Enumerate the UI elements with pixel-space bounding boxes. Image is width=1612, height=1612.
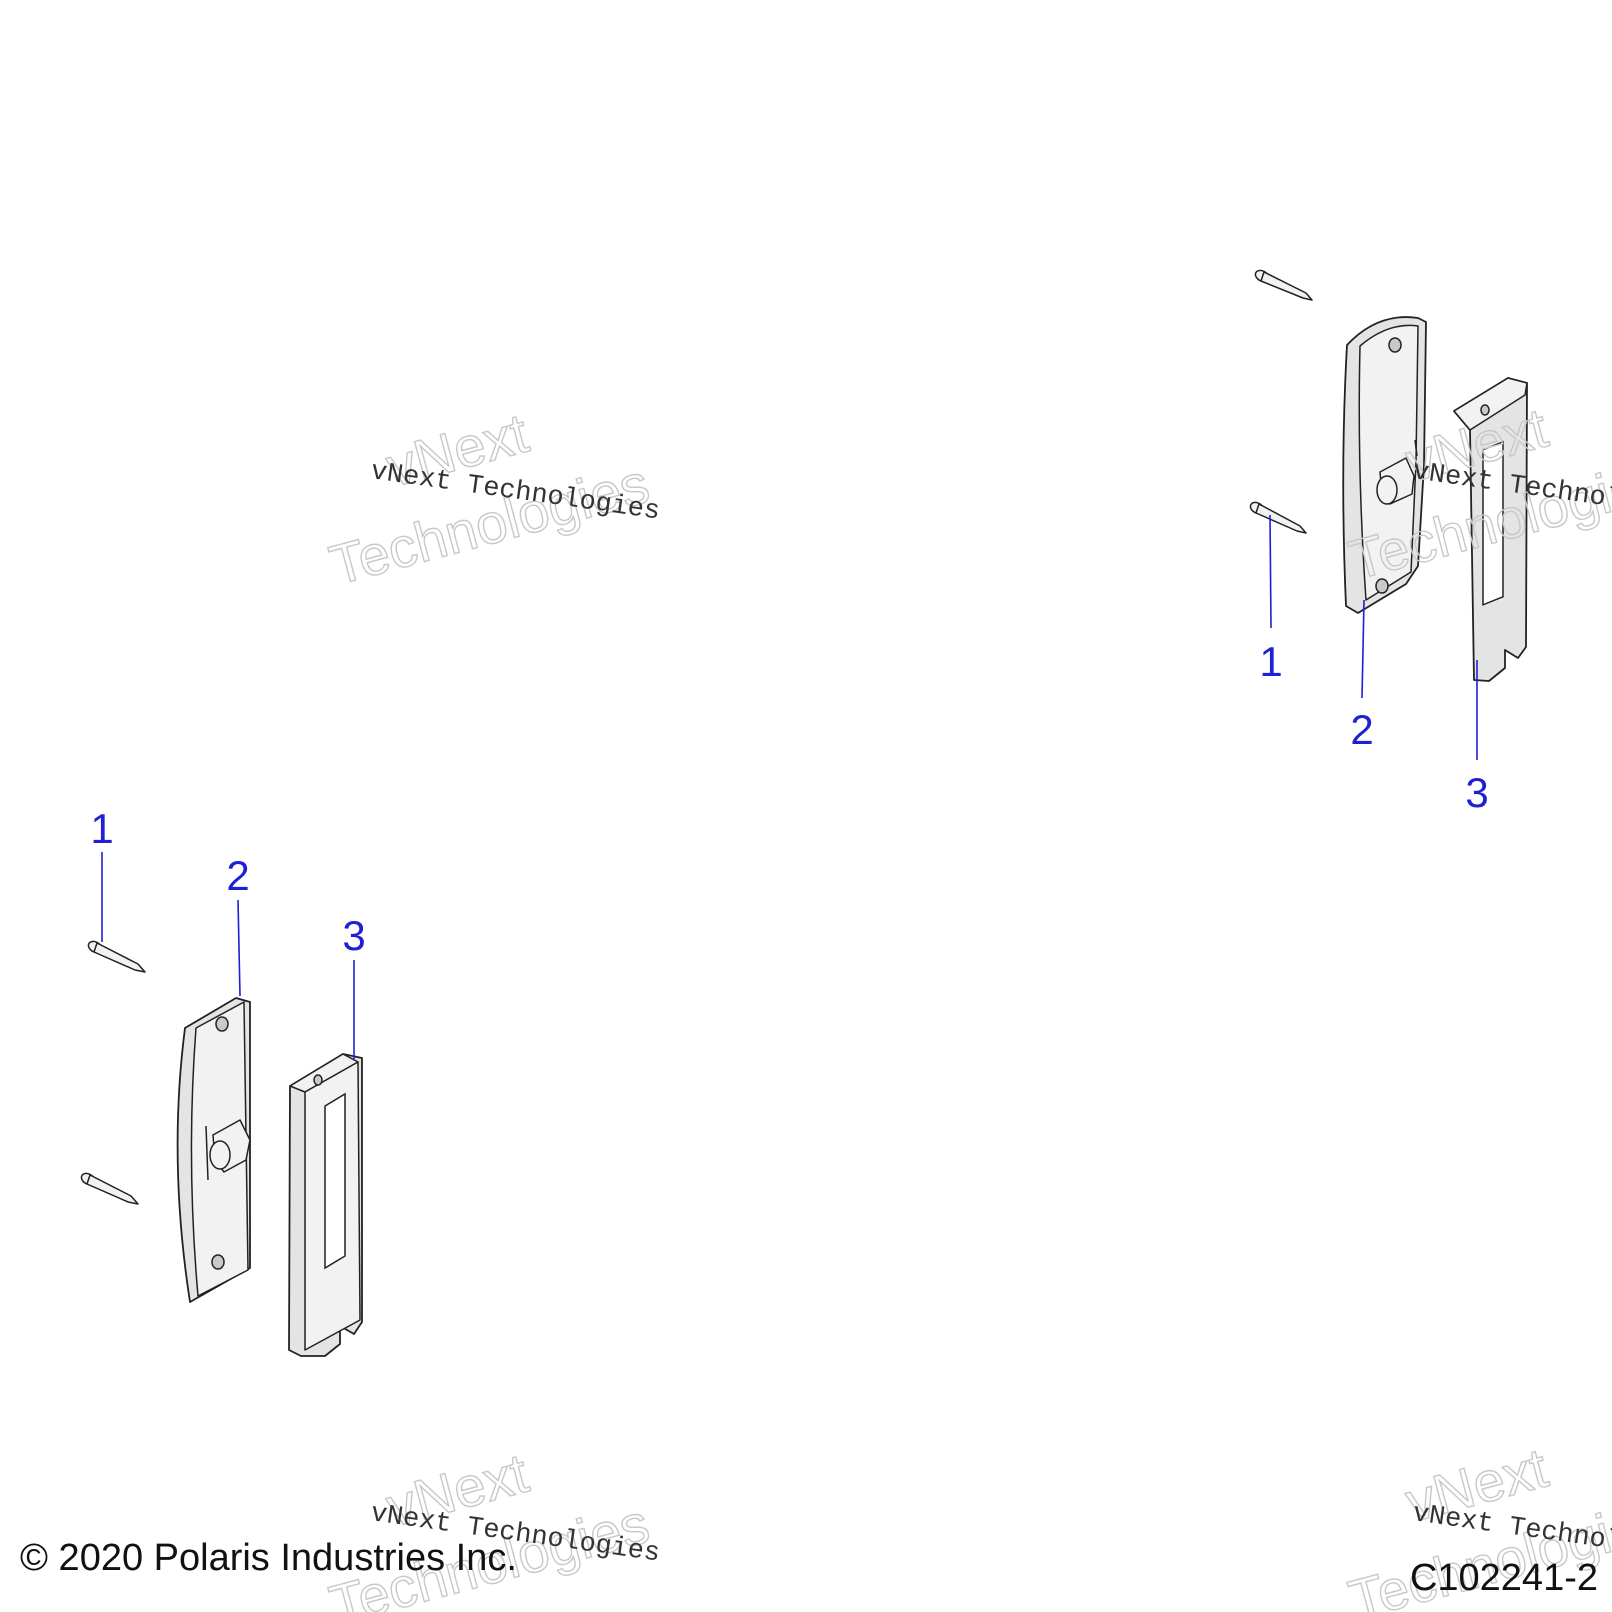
right-callout-1: 1 — [1259, 638, 1282, 685]
figure-id: C102241-2 — [1410, 1557, 1598, 1599]
left-strike-bracket — [288, 1053, 363, 1357]
right-screw-top — [1254, 269, 1313, 301]
right-assembly — [1249, 269, 1528, 682]
right-callout-2: 2 — [1350, 706, 1373, 753]
left-callout-1: 1 — [90, 805, 113, 852]
left-leaders — [101, 852, 355, 1060]
left-screw-bottom — [80, 1172, 139, 1205]
right-screw-bottom — [1249, 501, 1307, 534]
watermark-bottom-center: vNext Technologies — [323, 1440, 656, 1612]
left-leader-2 — [237, 899, 241, 997]
right-strike-bracket — [1453, 377, 1528, 682]
right-leader-2 — [1361, 599, 1365, 699]
copyright-text: © 2020 Polaris Industries Inc. — [20, 1537, 517, 1579]
right-leader-1 — [1269, 514, 1272, 629]
left-callout-2: 2 — [226, 852, 249, 899]
right-leaders — [1269, 514, 1478, 760]
left-latch-plate — [176, 997, 251, 1303]
left-screw-top — [87, 940, 146, 973]
left-assembly — [80, 940, 363, 1357]
right-callout-3: 3 — [1465, 769, 1488, 816]
left-callout-3: 3 — [342, 912, 365, 959]
right-latch-plate — [1342, 316, 1427, 614]
